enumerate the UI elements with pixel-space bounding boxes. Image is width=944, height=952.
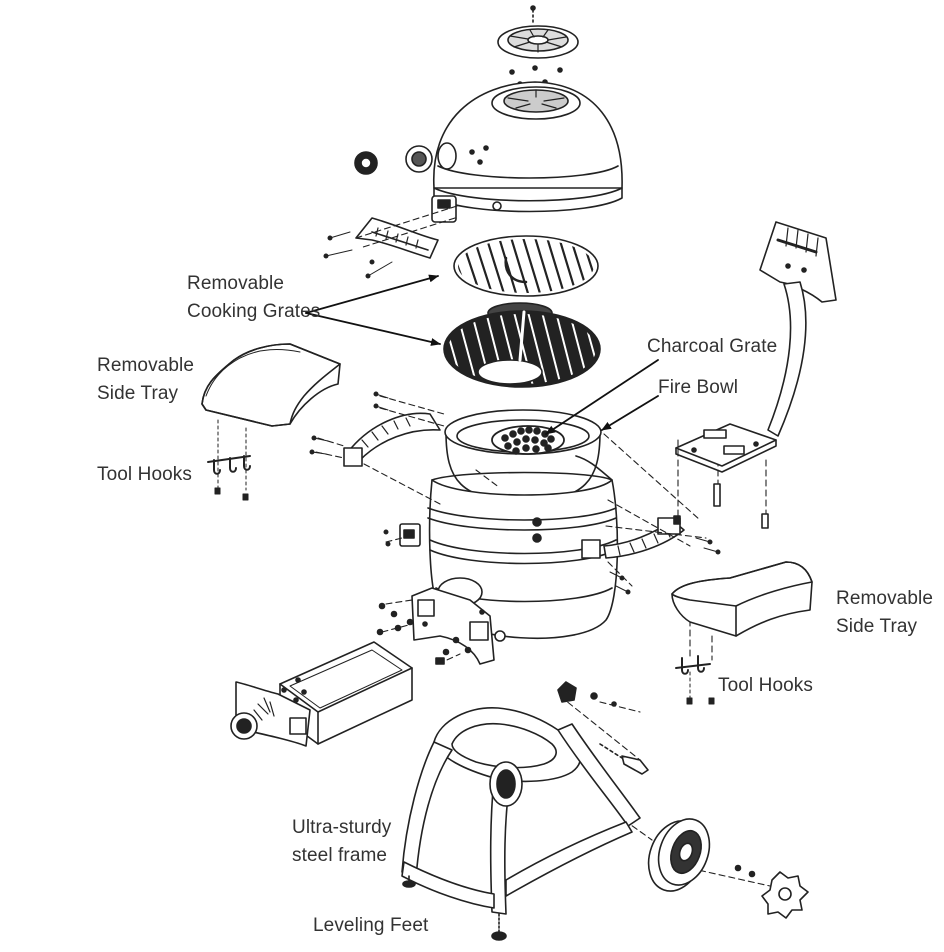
label-tool-hooks-left: Tool Hooks xyxy=(97,464,192,485)
left-bracket xyxy=(399,523,421,547)
label-side-tray-left-line1: Removable xyxy=(97,355,195,376)
label-cooking-grates: Removable Cooking Grates xyxy=(187,270,320,326)
label-fire-bowl: Fire Bowl xyxy=(658,377,739,398)
label-tool-hooks-right: Tool Hooks xyxy=(718,675,813,696)
label-charcoal-grate: Charcoal Grate xyxy=(647,336,778,357)
label-side-tray-right: Removable Side Tray xyxy=(836,585,933,641)
right-tool-hooks xyxy=(675,655,715,705)
frame-hardware xyxy=(557,681,649,775)
body-screws xyxy=(309,391,721,595)
top-vent-cap xyxy=(497,5,579,59)
left-tray-screws xyxy=(214,419,249,501)
label-steel-frame-line2: steel frame xyxy=(292,845,388,866)
label-side-tray-right-line2: Side Tray xyxy=(836,616,918,637)
upper-cooking-grate xyxy=(453,235,599,297)
thermometer-parts xyxy=(354,142,457,175)
base-screws xyxy=(376,602,472,665)
lower-cooking-grate xyxy=(443,302,601,388)
body-handle-left xyxy=(343,412,441,467)
front-wheel xyxy=(647,818,711,892)
left-side-tray xyxy=(201,343,341,427)
label-side-tray-left: Removable Side Tray xyxy=(97,352,194,408)
steel-frame xyxy=(401,707,641,941)
right-side-tray xyxy=(671,561,813,637)
drawer-screws xyxy=(281,677,307,703)
body-handle-right xyxy=(581,517,685,559)
ash-drawer xyxy=(230,641,413,747)
label-steel-frame-line1: Ultra-sturdy xyxy=(292,817,392,838)
wheel-hardware xyxy=(734,864,809,919)
label-side-tray-right-line1: Removable xyxy=(836,588,934,609)
hood-handle-assembly xyxy=(673,221,837,529)
callout-arrows xyxy=(305,274,659,435)
label-steel-frame: Ultra-sturdy steel frame xyxy=(292,814,391,870)
lid-handle xyxy=(355,217,439,259)
label-cooking-grates-line2: Cooking Grates xyxy=(187,301,321,322)
base-bracket xyxy=(411,587,495,665)
charcoal-grate xyxy=(491,425,565,455)
label-side-tray-left-line2: Side Tray xyxy=(97,383,179,404)
dome-lid xyxy=(431,81,623,223)
left-tool-hooks xyxy=(207,455,251,475)
label-leveling-feet: Leveling Feet xyxy=(313,915,429,936)
handle-screws xyxy=(323,231,393,279)
label-cooking-grates-line1: Removable xyxy=(187,273,285,294)
